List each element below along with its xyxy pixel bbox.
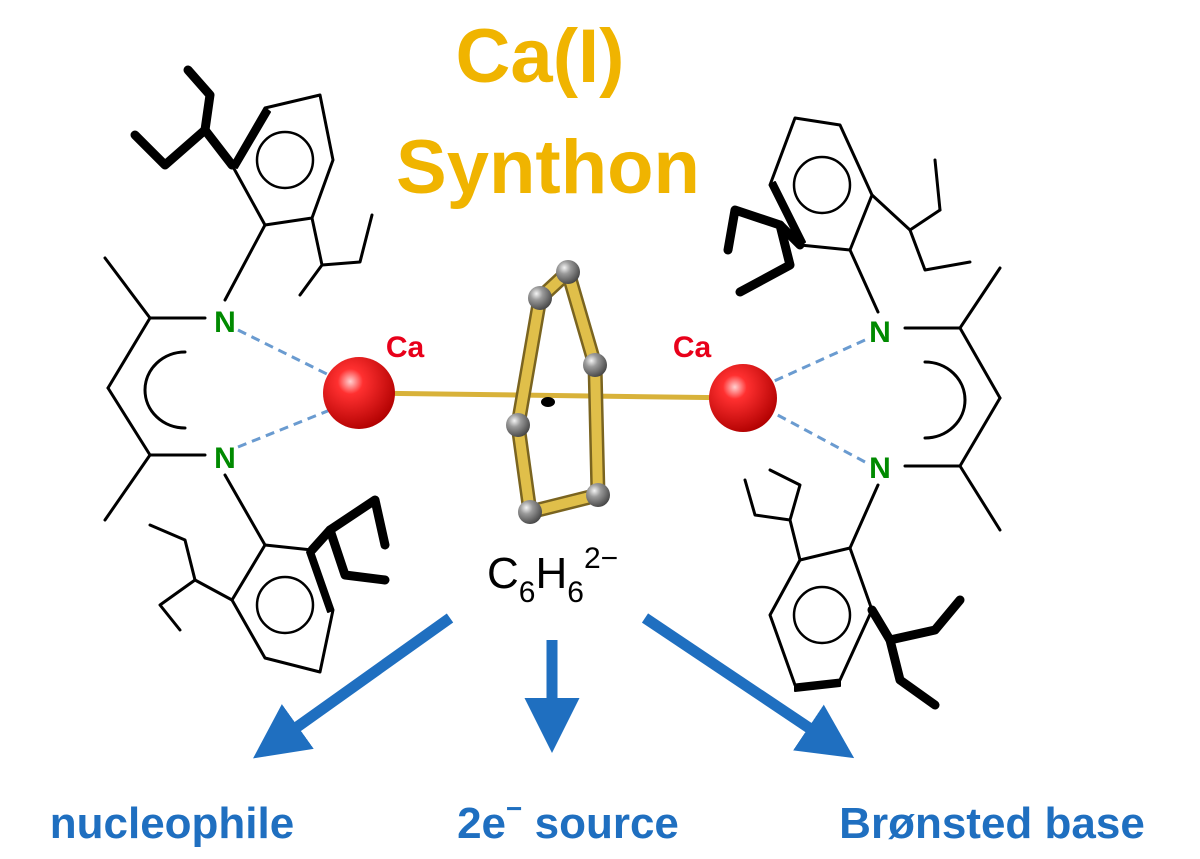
arrow-to-nucleophile bbox=[253, 613, 454, 759]
role-bronsted-base: Brønsted base bbox=[839, 799, 1145, 848]
nitrogen-label: N bbox=[214, 442, 236, 475]
arrow-to-bronsted-base bbox=[641, 613, 855, 759]
nitrogen-label: N bbox=[869, 452, 891, 485]
ring-centroid bbox=[541, 397, 555, 407]
carbon-atom bbox=[518, 500, 542, 524]
role-2e-source: 2e− source bbox=[457, 793, 679, 848]
title-line-1: Ca(I) bbox=[456, 14, 625, 99]
role-nucleophile: nucleophile bbox=[50, 799, 294, 848]
benzene-dianion bbox=[506, 260, 610, 524]
nitrogen-label: N bbox=[869, 316, 891, 349]
formula-c6h6: C6H62− bbox=[487, 542, 618, 609]
left-bdi-ligand bbox=[103, 65, 390, 674]
right-bdi-ligand bbox=[723, 116, 1002, 710]
carbon-atom bbox=[506, 413, 530, 437]
calcium-label-left: Ca bbox=[386, 331, 425, 364]
ca-axis-bond bbox=[359, 390, 746, 401]
reactivity-arrows bbox=[253, 613, 855, 759]
title-line-2: Synthon bbox=[396, 125, 700, 210]
carbon-atom bbox=[586, 483, 610, 507]
carbon-atom bbox=[583, 353, 607, 377]
carbon-atom bbox=[528, 286, 552, 310]
calcium-label-right: Ca bbox=[673, 331, 712, 364]
coordination-bonds bbox=[237, 328, 866, 464]
calcium-atom-left bbox=[323, 357, 395, 429]
calcium-atom-right bbox=[709, 364, 777, 432]
carbon-atom bbox=[556, 260, 580, 284]
nitrogen-label: N bbox=[214, 306, 236, 339]
